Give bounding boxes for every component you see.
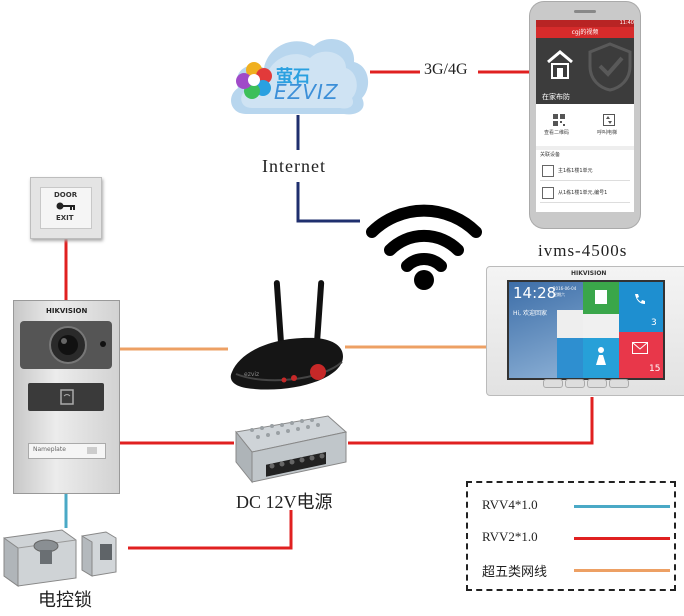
ezviz-brand-cn: 萤石 bbox=[276, 67, 310, 87]
electric-lock-label: 电控锁 bbox=[38, 590, 92, 610]
messages-count-badge: 15 bbox=[649, 364, 661, 374]
app-name-label: ivms-4500s bbox=[538, 241, 628, 260]
phone-list-item-2-label: 从1栋1楼1单元,编号1 bbox=[558, 190, 608, 196]
lock-power-wire bbox=[128, 510, 293, 550]
monitor-button-3[interactable] bbox=[587, 379, 607, 388]
monitor-greeting: Hi, 欢迎回家 bbox=[513, 310, 547, 317]
monitor-tile-messages[interactable]: 15 bbox=[619, 332, 663, 378]
person-icon bbox=[596, 347, 606, 365]
exit-button-text-1: DOOR bbox=[54, 191, 78, 199]
wifi-icon bbox=[366, 204, 482, 290]
phone-menu-elevator-label: 呼叫电梯 bbox=[597, 130, 618, 136]
monitor-button-4[interactable] bbox=[609, 379, 629, 388]
power-supply-label: DC 12V电源 bbox=[236, 492, 333, 512]
electric-lock bbox=[3, 529, 117, 587]
monitor-time: 14:28 bbox=[513, 284, 557, 302]
mail-icon bbox=[632, 342, 648, 354]
calls-count-badge: 3 bbox=[651, 318, 657, 328]
phone-section-title: 关联设备 bbox=[540, 152, 561, 158]
power-supply bbox=[235, 415, 348, 484]
monitor-button-row bbox=[543, 379, 629, 388]
phone-list-item-2[interactable]: 从1栋1楼1单元,编号1 bbox=[540, 184, 630, 203]
qr-code-icon bbox=[553, 114, 565, 126]
legend: RVV4*1.0 RVV2*1.0 超五类网线 bbox=[466, 481, 676, 591]
ezviz-brand-en: EZVIZ bbox=[274, 80, 339, 104]
phone-menu-elevator[interactable]: 呼叫电梯 bbox=[594, 112, 624, 142]
phone-speaker bbox=[574, 10, 596, 13]
legend-label-rvv2: RVV2*1.0 bbox=[482, 529, 538, 544]
nameplate-button[interactable]: Nameplate bbox=[28, 443, 106, 459]
door-station-camera-panel bbox=[20, 321, 112, 369]
shield-check-icon bbox=[588, 42, 632, 92]
power-wire-monitor bbox=[348, 397, 594, 445]
monitor-weekday: 星期六 bbox=[553, 292, 565, 297]
monitor-tile-info[interactable] bbox=[557, 310, 583, 338]
camera-lens-icon bbox=[49, 326, 87, 364]
device-icon bbox=[542, 187, 554, 199]
phone-menu-qr[interactable]: 查看二维码 bbox=[544, 112, 574, 142]
phone-header-title: cgj的视频 bbox=[571, 29, 599, 36]
bell-icon bbox=[87, 447, 97, 454]
monitor-tile-white[interactable] bbox=[583, 314, 619, 338]
exit-button-face[interactable]: DOOR EXIT bbox=[40, 187, 92, 229]
monitor-date: 2016-06-04 bbox=[553, 286, 577, 291]
phone-menu-qr-label: 查看二维码 bbox=[544, 130, 570, 136]
mobile-network-label: 3G/4G bbox=[424, 61, 468, 78]
phone-list-item-1[interactable]: 主1栋1楼1单元 bbox=[540, 162, 630, 181]
monitor-tile-unlock[interactable] bbox=[583, 338, 619, 378]
key-icon bbox=[56, 202, 75, 210]
phone-list-item-1-label: 主1栋1楼1单元 bbox=[558, 168, 593, 174]
phone-status-bar: 11:40 bbox=[536, 20, 634, 27]
legend-swatch-rvv2 bbox=[574, 537, 670, 540]
monitor-tile-green[interactable] bbox=[583, 282, 619, 314]
home-guard-icon bbox=[547, 50, 573, 79]
monitor-home-widget: 14:28 2016-06-04 星期六 Hi, 欢迎回家 bbox=[509, 282, 583, 378]
card-reader-icon bbox=[60, 389, 74, 405]
indoor-monitor-screen: 14:28 2016-06-04 星期六 Hi, 欢迎回家 3 15 bbox=[507, 280, 665, 380]
monitor-tile-calls[interactable]: 3 bbox=[619, 282, 663, 332]
speaker-grille-icon bbox=[100, 341, 106, 347]
arm-icon bbox=[595, 290, 607, 304]
elevator-icon bbox=[603, 114, 615, 126]
monitor-button-1[interactable] bbox=[543, 379, 563, 388]
exit-button-text-2: EXIT bbox=[56, 214, 74, 222]
monitor-button-2[interactable] bbox=[565, 379, 585, 388]
device-icon bbox=[542, 165, 554, 177]
legend-swatch-cat5 bbox=[574, 569, 670, 572]
legend-swatch-rvv4 bbox=[574, 505, 670, 508]
ezviz-logo-icon bbox=[236, 62, 272, 99]
phone-header: cgj的视频 bbox=[536, 27, 634, 38]
legend-label-rvv4: RVV4*1.0 bbox=[482, 497, 538, 512]
smartphone: 11:40 cgj的视频 在家布防 查看二 bbox=[530, 2, 640, 228]
indoor-monitor: HIKVISION 14:28 2016-06-04 星期六 Hi, 欢迎回家 … bbox=[486, 266, 684, 396]
exit-button-plate: DOOR EXIT bbox=[30, 177, 102, 239]
phone-screen: 11:40 cgj的视频 在家布防 查看二 bbox=[536, 20, 634, 212]
phone-divider bbox=[536, 146, 634, 150]
phone-icon bbox=[635, 294, 645, 304]
indoor-monitor-brand: HIKVISION bbox=[571, 270, 607, 277]
phone-banner-text: 在家布防 bbox=[542, 93, 570, 101]
card-reader bbox=[28, 383, 104, 411]
wifi-router: ezviz bbox=[230, 280, 343, 390]
monitor-tile-call-elevator[interactable] bbox=[557, 338, 583, 378]
phone-banner: 在家布防 bbox=[536, 38, 634, 104]
door-station: HIKVISION Nameplate bbox=[13, 300, 120, 494]
internet-link-wire-lower bbox=[296, 182, 360, 223]
legend-label-cat5: 超五类网线 bbox=[482, 564, 548, 579]
svg-text:ezviz: ezviz bbox=[244, 371, 259, 378]
door-station-brand: HIKVISION bbox=[46, 307, 88, 315]
nameplate-text: Nameplate bbox=[33, 446, 66, 453]
internet-label: Internet bbox=[262, 156, 326, 176]
